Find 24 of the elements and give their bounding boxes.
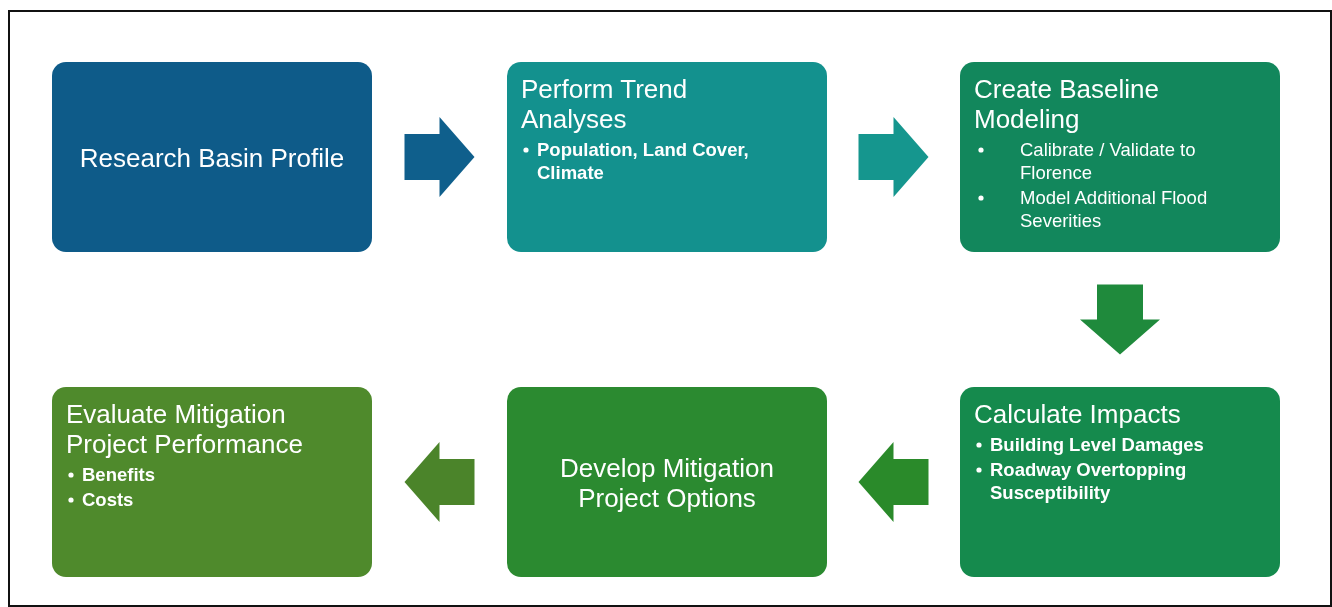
bullet-text: Model Additional Flood Severities <box>1020 187 1208 231</box>
step-title: Research Basin Profile <box>79 143 345 173</box>
process-box <box>507 387 827 577</box>
block-arrow <box>404 442 475 522</box>
block-arrow <box>858 442 929 522</box>
step-title: Develop Mitigation Project Options <box>559 453 775 513</box>
step-title: Evaluate Mitigation Project Performance <box>66 399 304 459</box>
process-box <box>960 62 1280 252</box>
step-title: Create Baseline Modeling <box>974 74 1160 134</box>
bullet-text: Population, Land Cover, Climate <box>537 139 749 183</box>
process-box <box>52 62 372 252</box>
block-arrow <box>858 117 929 197</box>
bullet-text: Benefits <box>82 464 155 485</box>
bullet-text: Costs <box>82 489 134 510</box>
step-title: Calculate Impacts <box>974 399 1182 429</box>
process-box <box>960 387 1280 577</box>
block-arrow <box>1080 284 1160 355</box>
bullet-text: Building Level Damages <box>990 434 1204 455</box>
step-title: Perform Trend Analyses <box>521 74 689 134</box>
block-arrow <box>404 117 475 197</box>
bullet-text: Calibrate / Validate to Florence <box>1020 139 1196 183</box>
bullet-text: Roadway Overtopping Susceptibility <box>990 459 1187 503</box>
process-box <box>507 62 827 252</box>
process-box <box>52 387 372 577</box>
